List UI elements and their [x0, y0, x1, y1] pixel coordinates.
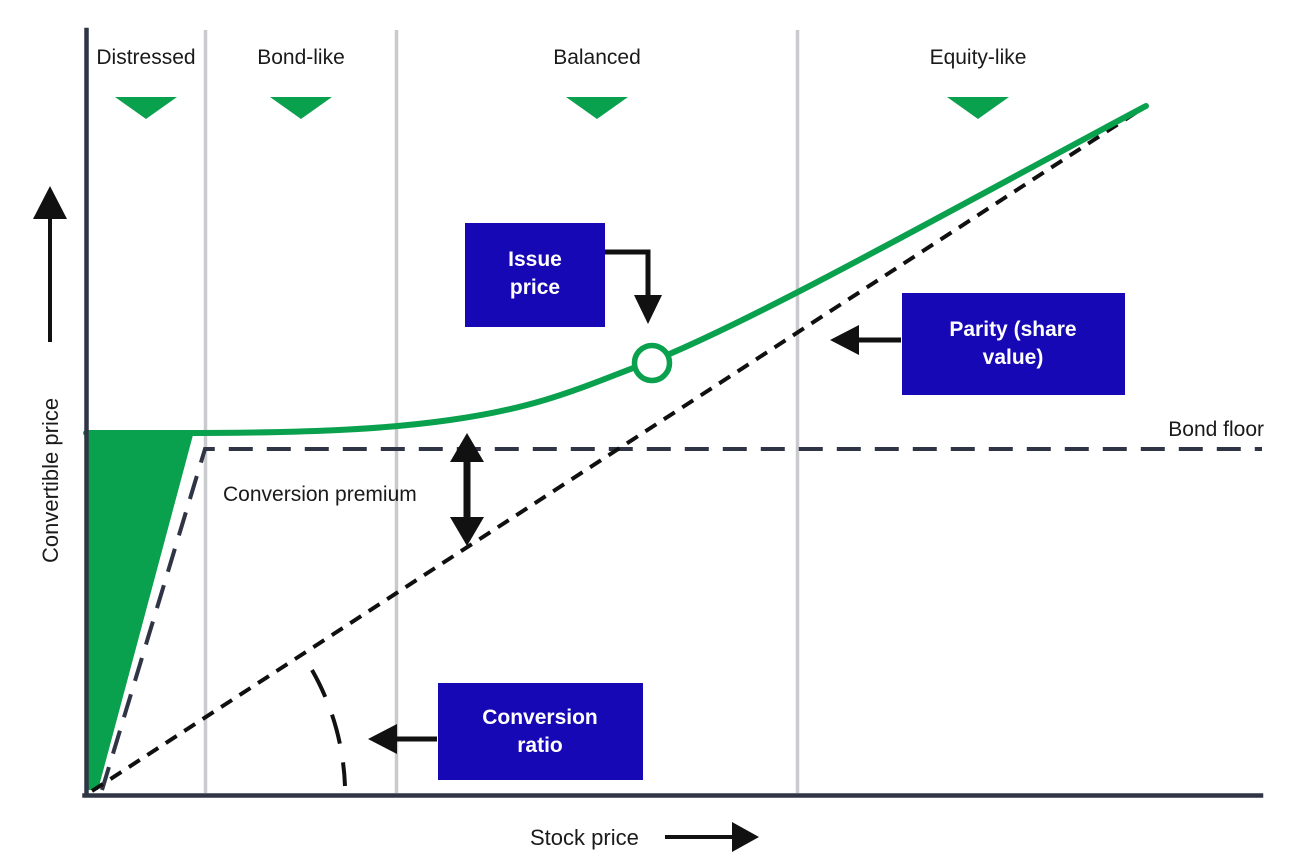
region-label-balanced: Balanced: [553, 46, 641, 69]
parity-label-line1: Parity (share: [949, 318, 1076, 341]
x-axis-label: Stock price: [530, 825, 639, 850]
conversion-ratio-arc: [310, 669, 347, 787]
arrow-down-icon: [634, 295, 662, 324]
parity-box: [902, 293, 1125, 395]
region-triangle-icon: [270, 97, 332, 119]
arrow-right-icon: [732, 822, 759, 852]
arrow-left-icon: [830, 325, 859, 355]
region-triangle-icon: [947, 97, 1009, 119]
conversion-ratio-label-line1: Conversion: [482, 706, 598, 729]
conversion-ratio-label-line2: ratio: [517, 734, 563, 757]
conversion-premium-label: Conversion premium: [223, 483, 417, 506]
arrow-up-icon: [33, 186, 67, 219]
distressed-area-fill: [86, 433, 193, 790]
region-triangle-icon: [566, 97, 628, 119]
bond-floor-label: Bond floor: [1168, 418, 1264, 441]
issue-price-label-line2: price: [510, 276, 560, 299]
arrow-down-icon: [450, 517, 484, 546]
region-triangle-icon: [115, 97, 177, 119]
issue-price-point-marker: [631, 342, 673, 384]
arrow-left-icon: [368, 724, 397, 754]
region-label-equity-like: Equity-like: [930, 46, 1027, 69]
issue-price-label-line1: Issue: [508, 248, 562, 271]
region-label-distressed: Distressed: [96, 46, 195, 69]
arrow-up-icon: [450, 433, 484, 462]
parity-label-line2: value): [983, 346, 1044, 369]
issue-price-box: [465, 223, 605, 327]
parity-line: [90, 104, 1148, 793]
conversion-ratio-box: [438, 683, 643, 780]
bond-floor-line: [100, 447, 1262, 791]
region-label-bond-like: Bond-like: [257, 46, 345, 69]
y-axis-label: Convertible price: [38, 398, 63, 563]
issue-price-elbow-arrow: [605, 249, 651, 296]
convertible-price-curve: [83, 103, 1149, 436]
